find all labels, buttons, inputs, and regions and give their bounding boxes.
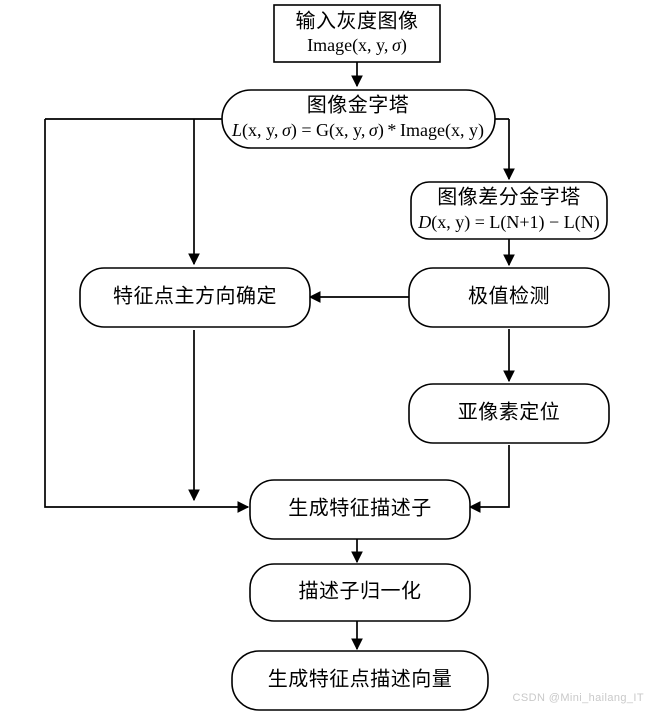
node-subpixel[interactable]: 亚像素定位 [408, 383, 610, 444]
node-extrema-label: 极值检测 [468, 285, 550, 308]
node-orientation[interactable]: 特征点主方向确定 [79, 267, 311, 328]
node-pyramid-line1: 图像金字塔 [307, 94, 410, 117]
node-pyramid[interactable]: 图像金字塔 L(x, y, σ) = G(x, y, σ) * Image(x,… [221, 89, 496, 149]
node-normalize-label: 描述子归一化 [299, 580, 422, 603]
node-descriptor-shape [249, 479, 471, 540]
node-dog[interactable]: 图像差分金字塔 D(x, y) = L(N+1) − L(N) [410, 181, 608, 240]
node-extrema-shape [408, 267, 610, 328]
node-orientation-label: 特征点主方向确定 [113, 285, 277, 308]
node-descriptor[interactable]: 生成特征描述子 [249, 479, 471, 540]
node-dog-shape [410, 181, 608, 240]
node-normalize-shape [249, 563, 471, 622]
node-vector-shape [231, 650, 489, 711]
node-dog-line2: D(x, y) = L(N+1) − L(N) [417, 212, 599, 233]
edge-layer [44, 62, 515, 651]
node-vector[interactable]: 生成特征点描述向量 [231, 650, 489, 711]
node-orientation-shape [79, 267, 311, 328]
node-normalize[interactable]: 描述子归一化 [249, 563, 471, 622]
node-dog-line1: 图像差分金字塔 [437, 186, 581, 209]
node-pyramid-line2: L(x, y, σ) = G(x, y, σ) * Image(x, y) [231, 120, 484, 141]
node-descriptor-label: 生成特征描述子 [288, 497, 432, 520]
node-vector-label: 生成特征点描述向量 [268, 668, 453, 691]
node-extrema[interactable]: 极值检测 [408, 267, 610, 328]
edge-subpixel-to-descriptor [468, 445, 510, 513]
csdn-watermark: CSDN @Mini_hailang_IT [512, 692, 644, 704]
node-input-line1: 输入灰度图像 [296, 10, 419, 33]
node-pyramid-shape [221, 89, 496, 149]
node-input-shape [273, 4, 441, 63]
node-subpixel-label: 亚像素定位 [458, 401, 561, 424]
node-input-line2: Image(x, y, σ) [307, 35, 407, 56]
node-input[interactable]: 输入灰度图像 Image(x, y, σ) [273, 4, 441, 63]
edge-pyramid-loop-to-descriptor [44, 119, 250, 513]
node-subpixel-shape [408, 383, 610, 444]
